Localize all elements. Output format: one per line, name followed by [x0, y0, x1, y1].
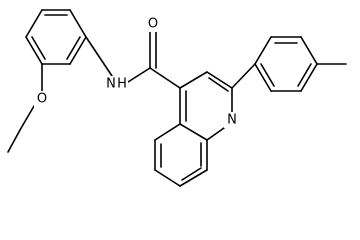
carbonyl-oxygen-label: O [148, 17, 158, 32]
amide-nitrogen-label: N [106, 77, 116, 92]
atom-labels: O N H O N [34, 16, 240, 128]
tolyl-ring [231, 36, 347, 92]
amide-linker [85, 31, 181, 89]
amide-hydrogen-label: H [117, 77, 127, 92]
ethoxy-group [7, 63, 43, 153]
ether-oxygen-label: O [37, 92, 47, 107]
quinoline-pyridine-ring [179, 71, 233, 141]
quinoline-benzo-ring [154, 123, 208, 187]
ring-nitrogen-label: N [227, 113, 237, 128]
molecule-structure: O N H O N [7, 9, 347, 187]
ethoxyphenyl-ring [25, 9, 87, 65]
